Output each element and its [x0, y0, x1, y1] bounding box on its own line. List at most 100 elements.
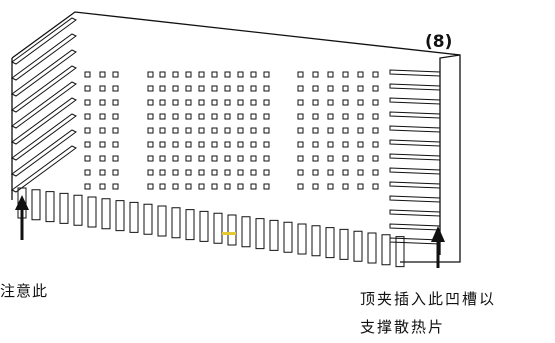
bottom-fin: [87, 196, 97, 228]
pin: [185, 141, 192, 148]
step-number-label: (8): [425, 32, 453, 52]
pin: [224, 99, 231, 106]
pin: [250, 85, 257, 92]
pin: [224, 71, 231, 78]
pin: [147, 127, 154, 134]
pin: [357, 169, 364, 176]
pin: [342, 169, 349, 176]
pin: [342, 155, 349, 162]
pin: [327, 141, 334, 148]
pin: [84, 127, 91, 134]
pin: [297, 99, 304, 106]
pin: [263, 155, 270, 162]
pin: [237, 127, 244, 134]
pin: [185, 99, 192, 106]
pin: [172, 141, 179, 148]
pin: [312, 141, 319, 148]
pin: [263, 71, 270, 78]
pin: [172, 155, 179, 162]
bottom-fin: [269, 219, 279, 251]
pin: [297, 113, 304, 120]
pin: [250, 71, 257, 78]
pin: [99, 99, 106, 106]
pin: [147, 113, 154, 120]
pin: [99, 127, 106, 134]
pin: [159, 99, 166, 106]
pin: [297, 141, 304, 148]
pin: [84, 183, 91, 190]
pin: [357, 141, 364, 148]
pin: [99, 141, 106, 148]
pin: [172, 183, 179, 190]
bottom-fin: [129, 201, 139, 233]
pin: [297, 71, 304, 78]
pin: [84, 113, 91, 120]
pin: [263, 113, 270, 120]
pin: [263, 85, 270, 92]
pin: [250, 183, 257, 190]
pin: [185, 169, 192, 176]
pin: [211, 169, 218, 176]
pin: [112, 71, 119, 78]
pin: [198, 141, 205, 148]
pin: [312, 127, 319, 134]
bottom-fin: [255, 218, 265, 250]
pin: [112, 99, 119, 106]
pin: [112, 155, 119, 162]
pin: [224, 169, 231, 176]
note-left-caption: 注意此: [0, 282, 49, 300]
pin: [198, 127, 205, 134]
pin: [198, 183, 205, 190]
pin: [84, 99, 91, 106]
pin: [172, 169, 179, 176]
pin: [112, 169, 119, 176]
right-fin-group: [389, 69, 441, 245]
pin: [327, 85, 334, 92]
left-fin: [11, 49, 77, 97]
bottom-fin: [325, 227, 335, 259]
pin: [263, 99, 270, 106]
pin: [211, 127, 218, 134]
pin: [342, 85, 349, 92]
pin: [263, 183, 270, 190]
up-arrow-icon: [15, 195, 29, 240]
pin: [224, 85, 231, 92]
pin: [147, 99, 154, 106]
pin: [250, 127, 257, 134]
pin: [372, 99, 379, 106]
pin: [147, 169, 154, 176]
heatsink-outline: [11, 11, 461, 263]
pin: [99, 113, 106, 120]
bottom-fin: [185, 209, 195, 241]
right-fin: [389, 83, 441, 91]
pin: [147, 155, 154, 162]
pin: [185, 155, 192, 162]
pin: [224, 155, 231, 162]
pin: [327, 169, 334, 176]
pin: [211, 71, 218, 78]
pin: [112, 85, 119, 92]
bottom-fin: [213, 212, 223, 244]
pin: [99, 85, 106, 92]
pin: [297, 169, 304, 176]
right-fin: [389, 167, 441, 175]
bottom-fin: [395, 236, 405, 268]
pin: [84, 141, 91, 148]
bottom-fin: [241, 216, 251, 248]
pin: [372, 141, 379, 148]
pin: [198, 155, 205, 162]
pin: [147, 85, 154, 92]
pin: [297, 155, 304, 162]
pin: [99, 183, 106, 190]
pin: [198, 85, 205, 92]
bottom-fin: [157, 205, 167, 237]
pin: [312, 85, 319, 92]
pin: [250, 113, 257, 120]
pin: [372, 127, 379, 134]
pin: [159, 113, 166, 120]
bottom-fin: [227, 214, 237, 246]
bottom-fin: [73, 194, 83, 226]
pin: [297, 183, 304, 190]
